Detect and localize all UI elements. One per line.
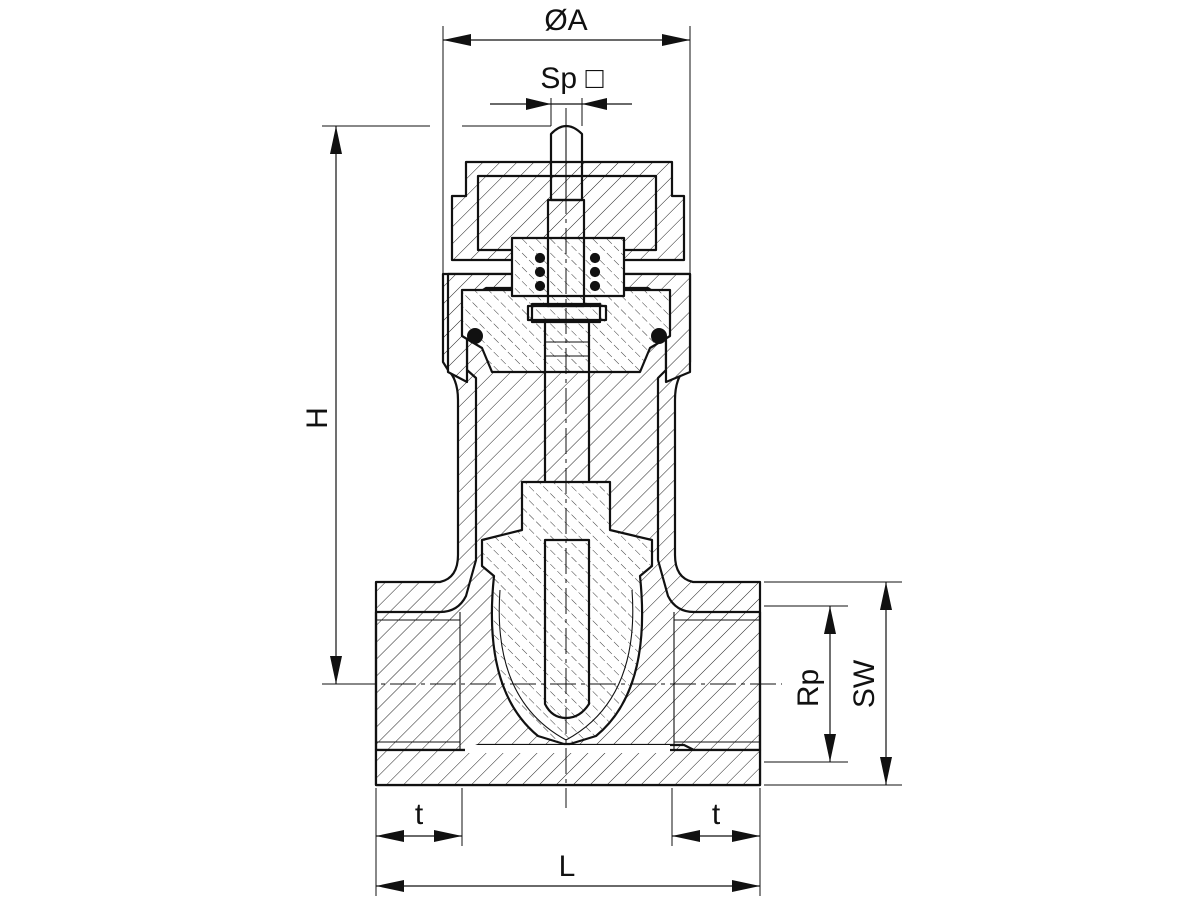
dimension-diameter-a: ØA	[443, 4, 690, 46]
label-length: L	[559, 850, 576, 883]
label-height: H	[301, 407, 334, 429]
body-cavity	[374, 294, 762, 752]
label-square-sp: Sp □	[540, 62, 604, 95]
seat-bottom	[374, 748, 762, 787]
o-ring-right	[651, 328, 667, 344]
o-ring-left	[467, 328, 483, 344]
spring-right	[589, 252, 601, 292]
dimension-wrench-sw: SW	[848, 582, 892, 785]
wedge-nut	[480, 480, 654, 746]
label-wrench-sw: SW	[848, 659, 881, 708]
stem-square-head	[549, 124, 584, 202]
dimension-square-sp: Sp □	[490, 62, 632, 110]
label-thread-rp: Rp	[792, 669, 825, 707]
label-thread-depth-right: t	[712, 798, 721, 831]
dimension-length: L	[376, 850, 760, 892]
spring-left	[534, 252, 546, 292]
label-diameter-a: ØA	[544, 4, 587, 37]
bottom-channel	[465, 745, 670, 753]
right-bore-thread	[673, 612, 760, 750]
dimension-thread-rp: Rp	[792, 606, 836, 762]
extension-lines	[322, 26, 902, 896]
center-lines	[350, 108, 782, 808]
gland-nut	[510, 236, 626, 298]
dimension-thread-depth-right: t	[672, 798, 760, 842]
left-bore-thread	[376, 612, 461, 750]
cap-inner	[476, 174, 658, 252]
label-thread-depth-left: t	[415, 798, 424, 831]
bonnet-housing	[446, 272, 692, 384]
dimension-thread-depth-left: t	[376, 798, 462, 842]
dimension-height: H	[301, 126, 342, 684]
